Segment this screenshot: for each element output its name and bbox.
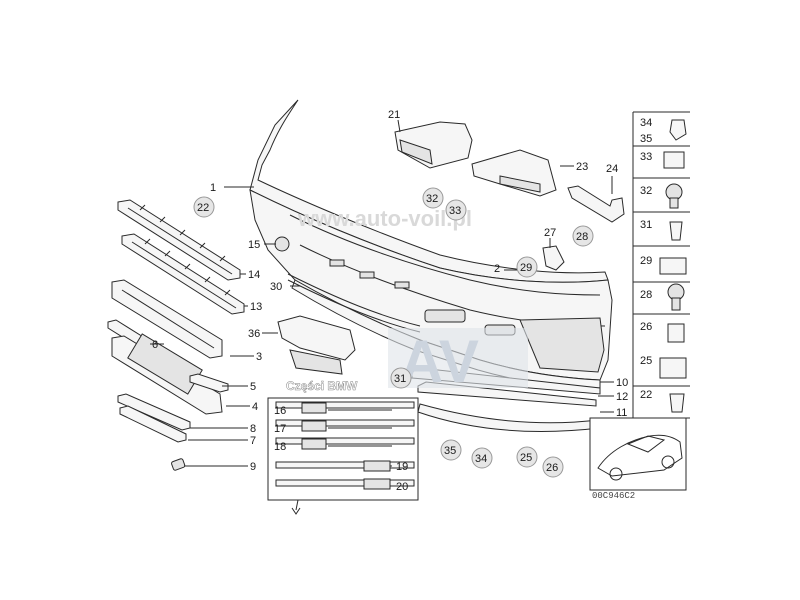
grille-upper — [117, 199, 241, 281]
label-13: 13 — [250, 301, 262, 313]
sidebar-label-35: 35 — [640, 133, 652, 145]
label-19: 19 — [396, 461, 408, 473]
label-30: 30 — [270, 281, 282, 293]
label-36: 36 — [248, 328, 260, 340]
watermark-caption: Części BMW — [286, 379, 358, 393]
clip-27 — [542, 245, 565, 271]
trim-strip-5 — [189, 373, 229, 393]
sidebar-label-31: 31 — [640, 219, 652, 231]
label-10: 10 — [616, 377, 628, 389]
tow-hook-cover — [274, 236, 290, 252]
label-24: 24 — [606, 163, 618, 175]
circled-33: 33 — [449, 205, 461, 217]
label-2: 2 — [494, 263, 500, 275]
label-3: 3 — [256, 351, 262, 363]
car-thumbnail — [589, 417, 687, 491]
sidebar-label-29: 29 — [640, 255, 652, 267]
label-1: 1 — [210, 182, 216, 194]
label-27: 27 — [544, 227, 556, 239]
label-23: 23 — [576, 161, 588, 173]
air-duct-23 — [471, 149, 557, 197]
label-9: 9 — [250, 461, 256, 473]
circled-25: 25 — [520, 452, 532, 464]
clip-9 — [171, 458, 186, 471]
sidebar-label-33: 33 — [640, 151, 652, 163]
label-11: 11 — [616, 407, 627, 419]
label-6: 6 — [152, 339, 158, 351]
hardware-sidebar — [632, 111, 690, 419]
label-20: 20 — [396, 481, 408, 493]
grille-lower — [121, 233, 245, 315]
label-15: 15 — [248, 239, 260, 251]
label-4: 4 — [252, 401, 258, 413]
circled-35: 35 — [444, 445, 456, 457]
circled-29: 29 — [520, 262, 532, 274]
label-14: 14 — [248, 269, 260, 281]
sidebar-label-28: 28 — [640, 289, 652, 301]
label-21: 21 — [388, 109, 400, 121]
diagram-code: 00C946C2 — [592, 491, 635, 501]
leader-lines — [150, 119, 614, 487]
bracket-24 — [567, 185, 625, 223]
label-16: 16 — [274, 405, 286, 417]
sidebar-label-22: 22 — [640, 389, 652, 401]
circled-32: 32 — [426, 193, 438, 205]
circled-22: 22 — [197, 202, 209, 214]
circled-26: 26 — [546, 462, 558, 474]
trim-strip-7 — [119, 405, 187, 443]
mount-bracket — [111, 279, 223, 359]
inset-panel — [267, 397, 419, 515]
air-duct-21 — [394, 121, 473, 169]
air-duct-36 — [277, 315, 356, 375]
circled-labels: 22 32 33 28 29 31 35 34 25 26 — [193, 187, 594, 478]
label-18: 18 — [274, 441, 286, 453]
watermark-site: www.auto-voil.pl — [297, 206, 472, 231]
sidebar-label-32: 32 — [640, 185, 652, 197]
sidebar-label-26: 26 — [640, 321, 652, 333]
circled-31: 31 — [394, 373, 406, 385]
label-12: 12 — [616, 391, 628, 403]
label-5: 5 — [250, 381, 256, 393]
label-8: 8 — [250, 423, 256, 435]
label-17: 17 — [274, 423, 286, 435]
watermark-logo: AV — [400, 328, 479, 395]
sidebar-label-34: 34 — [640, 117, 652, 129]
sidebar-label-25: 25 — [640, 355, 652, 367]
label-7: 7 — [250, 435, 256, 447]
circled-34: 34 — [475, 453, 487, 465]
circled-28: 28 — [576, 231, 588, 243]
